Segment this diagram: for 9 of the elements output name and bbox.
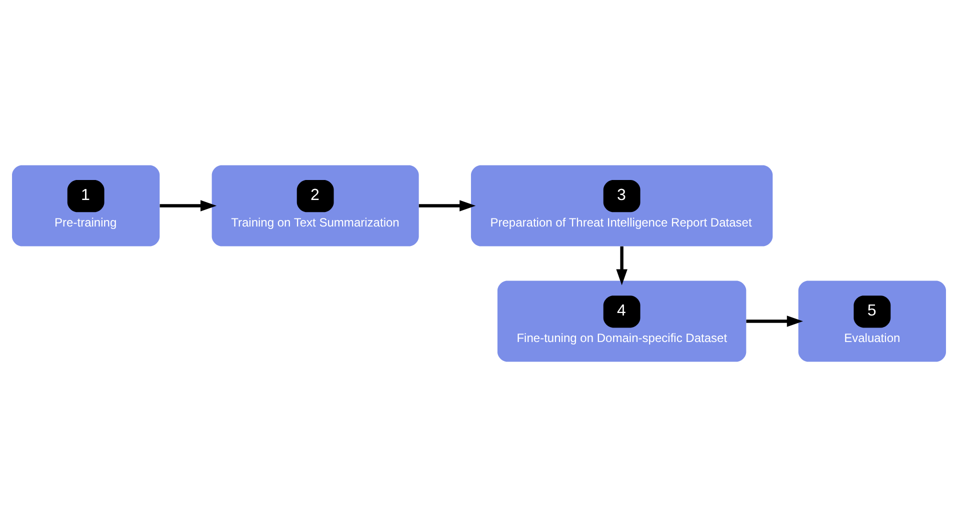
- arrow: [418, 200, 476, 212]
- arrow: [616, 246, 628, 286]
- node-box: 3 Preparation of Threat Intelligence Report Dataset: [470, 165, 773, 246]
- node-box: 5 Evaluation: [798, 280, 946, 362]
- node-box: 4 Fine-tuning on Domain-specific Dataset: [497, 280, 746, 362]
- arrow: [160, 200, 217, 212]
- node-box: 1 Pre-training: [12, 165, 160, 246]
- arrow: [746, 316, 803, 327]
- node-box: 2 Training on Text Summarization: [212, 165, 419, 246]
